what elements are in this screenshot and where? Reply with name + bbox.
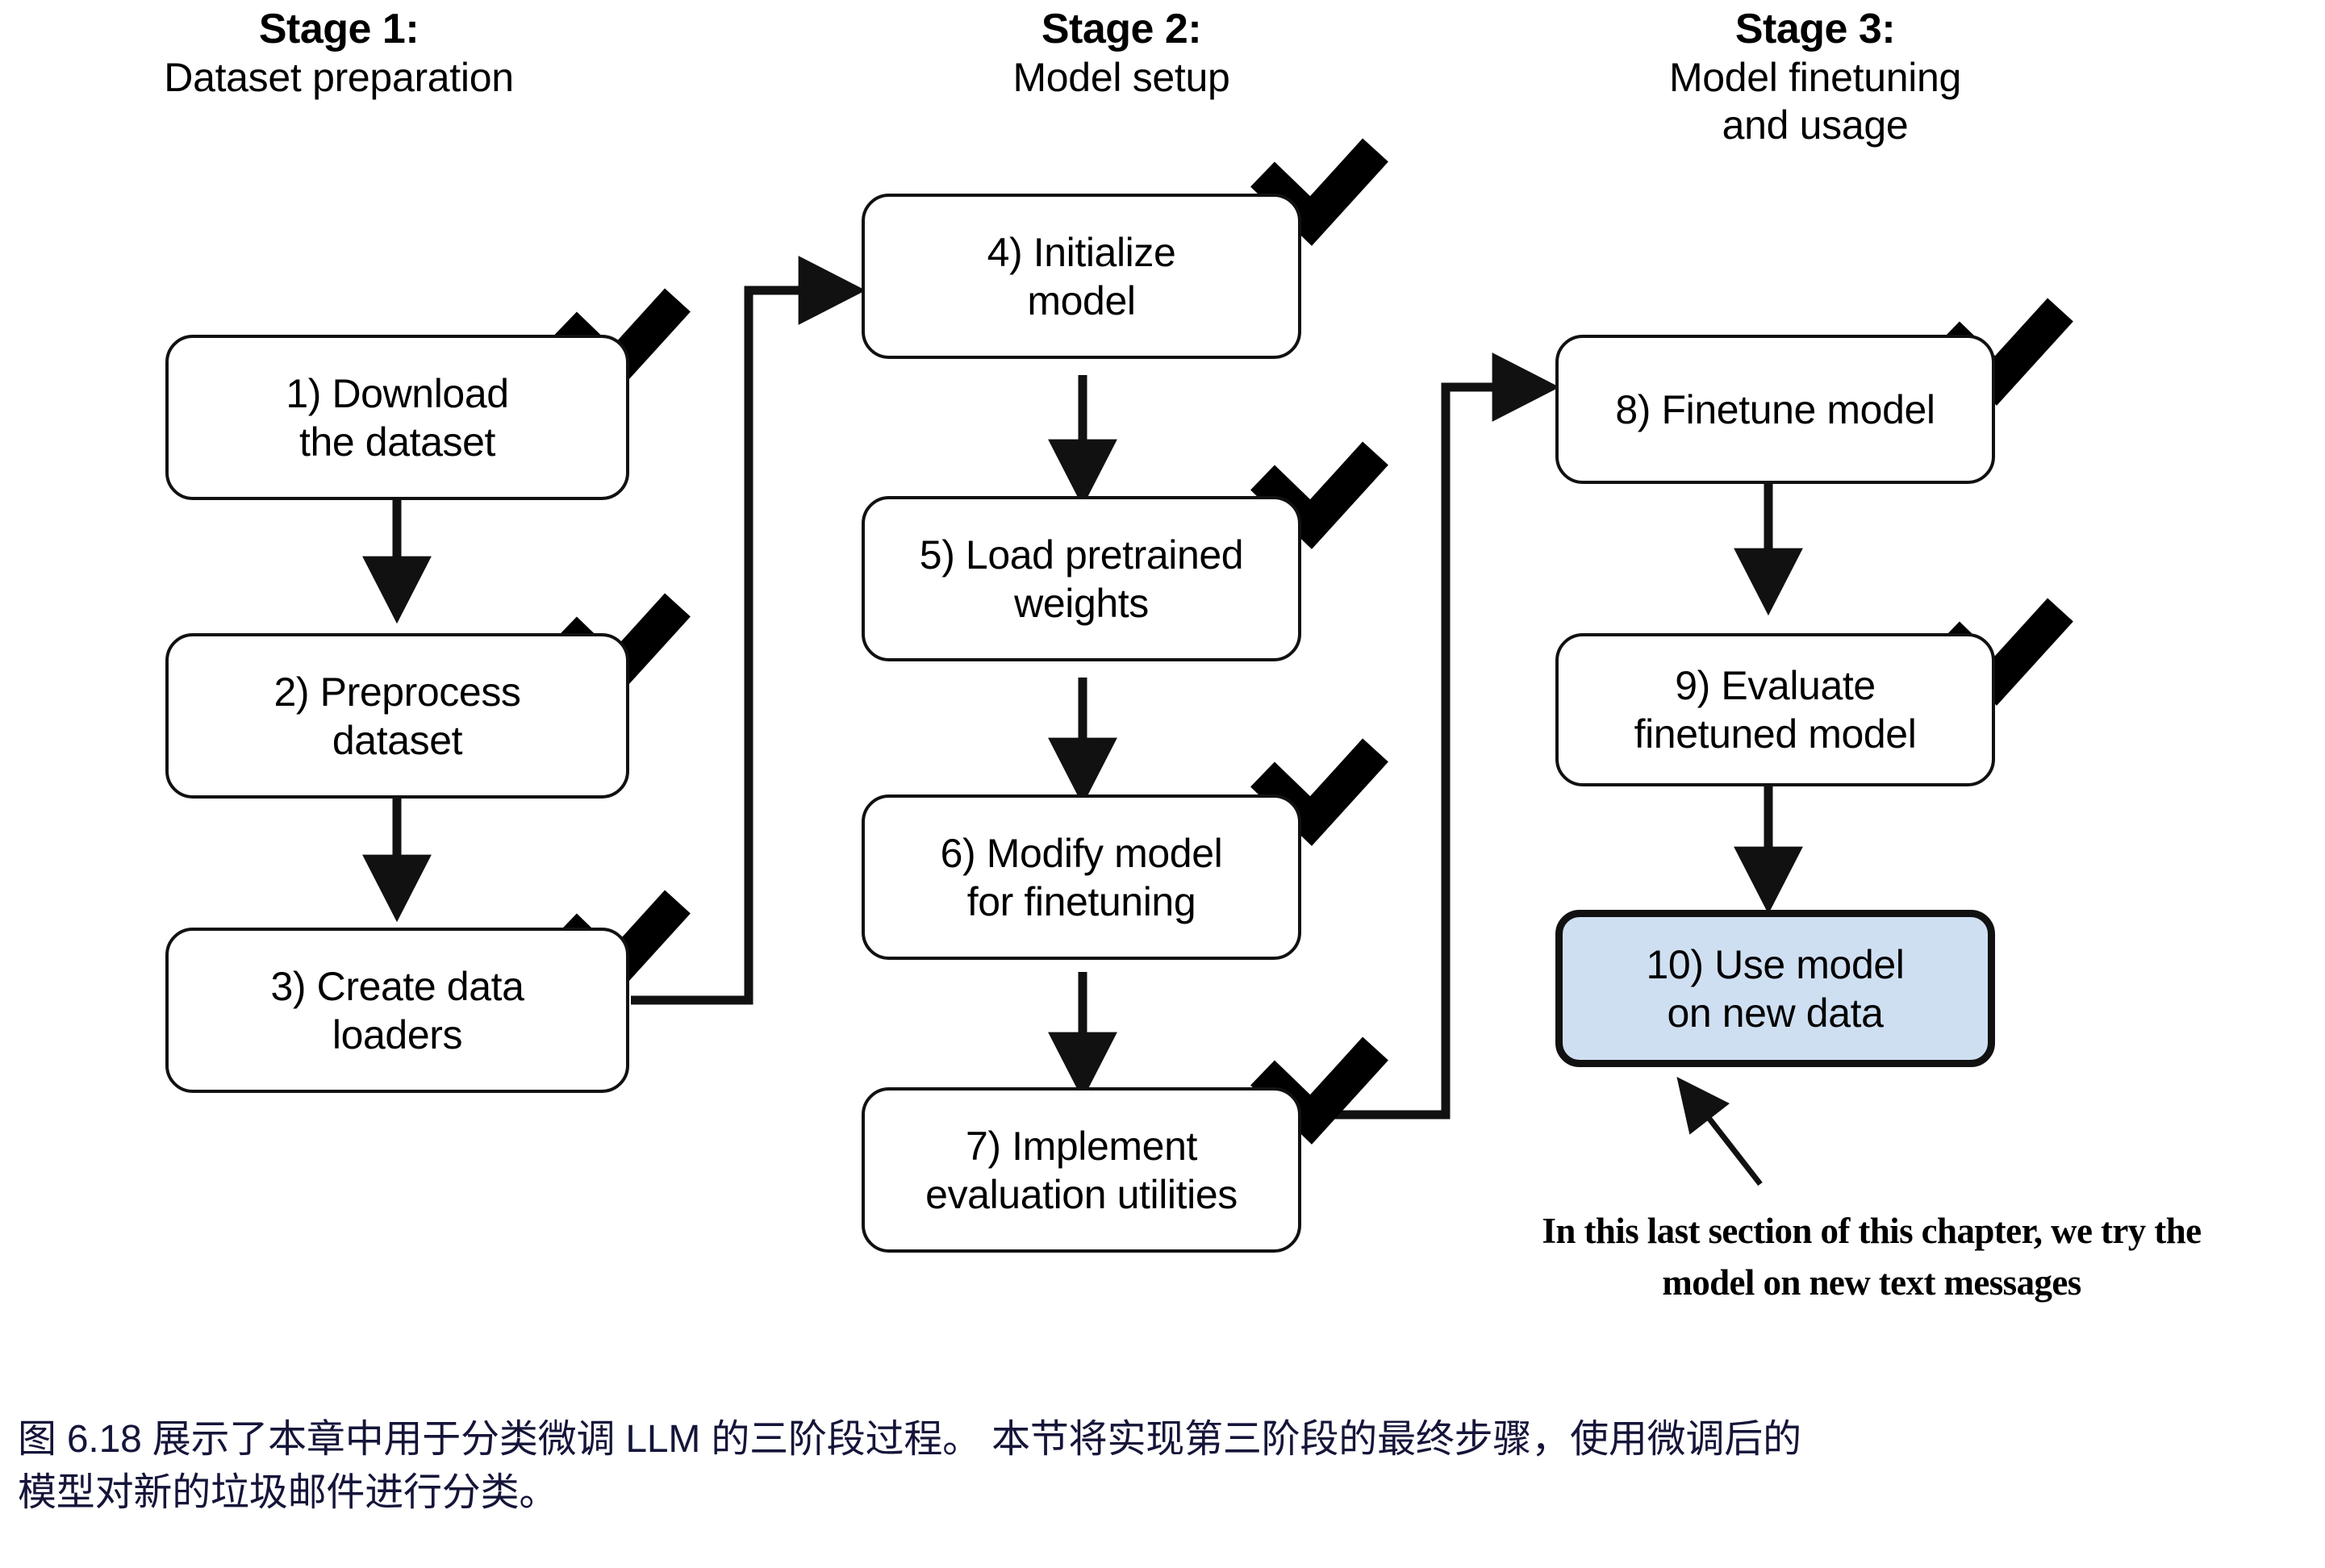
connector-stage2-to-stage3 [1317,352,1560,1120]
flow-box-step-6-label: 6) Modify model for finetuning [940,830,1223,924]
flow-box-step-2-label: 2) Preprocess dataset [273,669,521,763]
checkmark-icon-step6 [1250,738,1388,846]
flow-box-step-1-label: 1) Download the dataset [286,370,509,465]
flow-box-step-5[interactable]: 5) Load pretrained weights [862,496,1301,661]
flow-box-step-9-label: 9) Evaluate finetuned model [1634,663,1917,757]
figure-caption-line-1: 图 6.18 展示了本章中用于分类微调 LLM 的三阶段过程。 本节将实现第三阶… [18,1418,1801,1461]
figure-caption: 图 6.18 展示了本章中用于分类微调 LLM 的三阶段过程。 本节将实现第三阶… [18,1413,2309,1520]
flow-box-step-8-label: 8) Finetune model [1615,386,1935,432]
figure-caption-line-2: 模型对新的垃圾邮件进行分类。 [18,1471,558,1515]
stage-2-subtitle: Model setup [1012,55,1230,101]
flow-box-step-1[interactable]: 1) Download the dataset [165,335,629,500]
flow-box-step-4[interactable]: 4) Initialize model [862,194,1301,359]
checkmark-icon-step5 [1250,441,1388,549]
stage-3-title: Stage 3: [1734,6,1896,52]
callout-arrow-to-step10 [1676,1076,1763,1186]
flow-box-step-4-label: 4) Initialize model [987,229,1176,323]
flow-box-step-7[interactable]: 7) Implement evaluation utilities [862,1087,1301,1253]
checkmark-icon-step4 [1250,138,1388,246]
flow-box-step-3-label: 3) Create data loaders [270,963,524,1057]
flow-box-step-5-label: 5) Load pretrained weights [919,532,1244,626]
stage-header-3: Stage 3: Model finetuning and usage [1476,5,2154,149]
flow-box-step-7-label: 7) Implement evaluation utilities [925,1123,1238,1217]
flow-box-step-6[interactable]: 6) Modify model for finetuning [862,794,1301,960]
stage-1-subtitle: Dataset preparation [164,55,514,101]
annotation-note-line-1: In this last section of this chapter, we… [1542,1211,2202,1251]
flow-box-step-8[interactable]: 8) Finetune model [1555,335,1995,484]
annotation-note: In this last section of this chapter, we… [1420,1206,2323,1309]
flow-box-step-10-label: 10) Use model on new data [1646,941,1905,1036]
stage-1-title: Stage 1: [258,6,420,52]
flow-box-step-3[interactable]: 3) Create data loaders [165,928,629,1093]
stage-header-2: Stage 2: Model setup [847,5,1396,102]
flow-box-step-2[interactable]: 2) Preprocess dataset [165,633,629,799]
stage-3-subtitle: Model finetuning and usage [1668,55,1962,148]
stage-2-title: Stage 2: [1041,6,1202,52]
flow-box-step-10[interactable]: 10) Use model on new data [1555,910,1995,1067]
flow-box-step-9[interactable]: 9) Evaluate finetuned model [1555,633,1995,786]
stage-header-1: Stage 1: Dataset preparation [48,5,629,102]
annotation-note-line-2: model on new text messages [1662,1261,2081,1303]
connector-stage1-to-stage2 [631,256,866,1005]
